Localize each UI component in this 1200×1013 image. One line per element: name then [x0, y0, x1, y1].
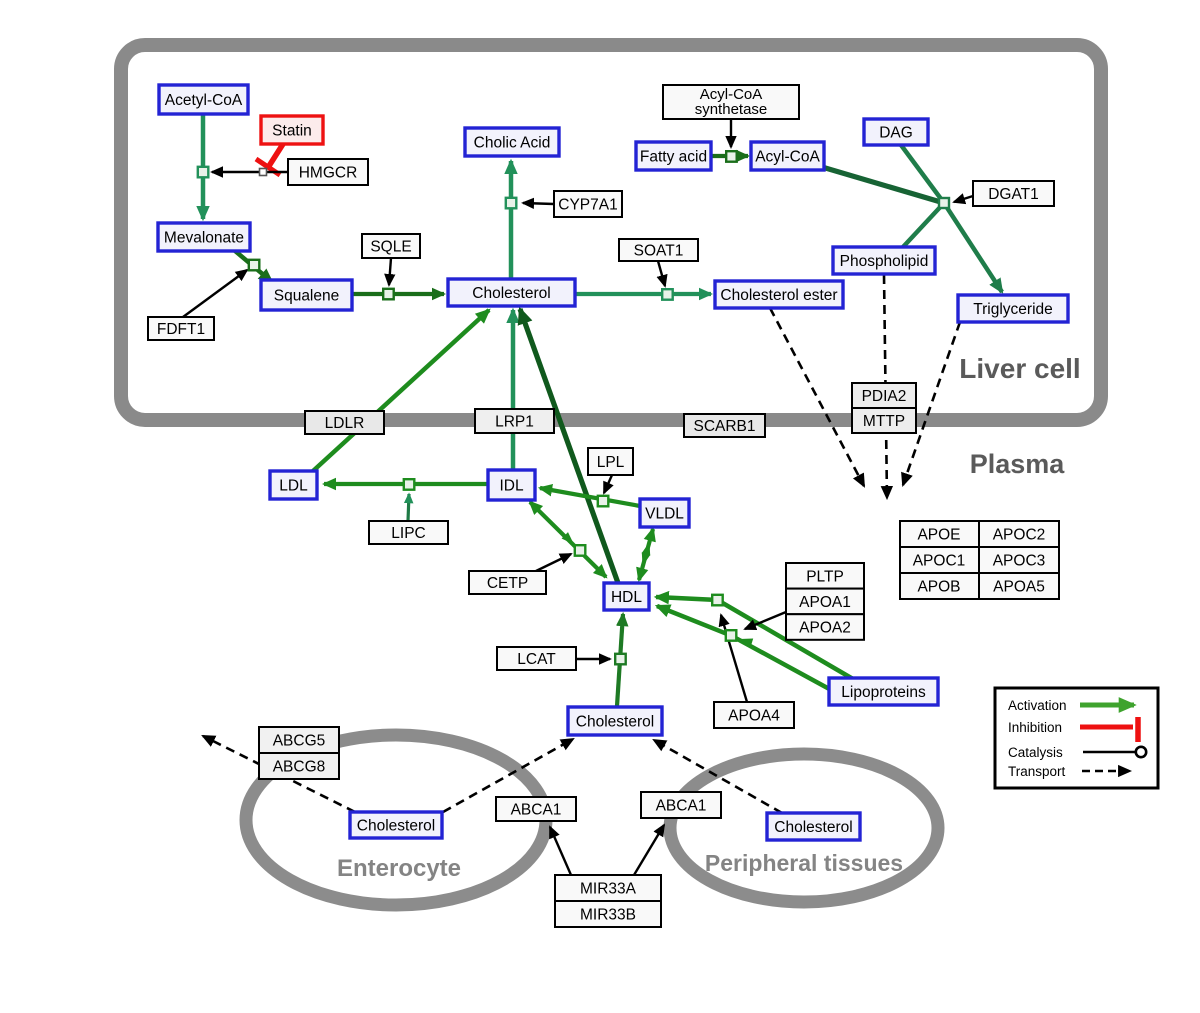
- svg-text:MIR33B: MIR33B: [580, 907, 636, 924]
- svg-text:Enterocyte: Enterocyte: [337, 855, 461, 882]
- svg-text:CYP7A1: CYP7A1: [558, 197, 617, 214]
- svg-text:Cholic Acid: Cholic Acid: [474, 135, 551, 152]
- svg-text:Phospholipid: Phospholipid: [840, 253, 929, 270]
- svg-text:LDLR: LDLR: [325, 415, 365, 432]
- svg-text:DAG: DAG: [879, 125, 913, 142]
- svg-text:LPL: LPL: [597, 454, 625, 471]
- svg-text:Squalene: Squalene: [274, 288, 340, 305]
- svg-text:Acyl-CoA: Acyl-CoA: [755, 149, 820, 166]
- svg-text:APOE: APOE: [917, 527, 960, 544]
- svg-text:synthetase: synthetase: [695, 101, 768, 118]
- svg-text:CETP: CETP: [487, 575, 528, 592]
- svg-text:Acyl-CoA: Acyl-CoA: [700, 86, 763, 103]
- svg-text:DGAT1: DGAT1: [988, 186, 1039, 203]
- svg-text:SOAT1: SOAT1: [634, 243, 684, 260]
- svg-text:ABCG5: ABCG5: [273, 733, 326, 750]
- svg-text:Cholesterol: Cholesterol: [774, 819, 852, 836]
- svg-text:PDIA2: PDIA2: [862, 388, 907, 405]
- svg-text:MTTP: MTTP: [863, 413, 905, 430]
- svg-text:IDL: IDL: [499, 478, 524, 495]
- svg-text:Cholesterol: Cholesterol: [472, 285, 550, 302]
- svg-text:Catalysis: Catalysis: [1008, 745, 1063, 760]
- svg-text:MIR33A: MIR33A: [580, 881, 637, 898]
- svg-text:LIPC: LIPC: [391, 525, 425, 542]
- svg-text:Peripheral tissues: Peripheral tissues: [705, 850, 903, 876]
- svg-text:PLTP: PLTP: [806, 568, 844, 585]
- svg-text:Cholesterol: Cholesterol: [576, 714, 654, 731]
- svg-text:APOC2: APOC2: [993, 527, 1046, 544]
- svg-text:SQLE: SQLE: [370, 239, 411, 256]
- svg-text:HDL: HDL: [611, 589, 642, 606]
- svg-text:SCARB1: SCARB1: [693, 418, 755, 435]
- svg-text:VLDL: VLDL: [645, 506, 684, 523]
- svg-text:Activation: Activation: [1008, 698, 1067, 713]
- svg-text:LRP1: LRP1: [495, 414, 534, 431]
- svg-text:Lipoproteins: Lipoproteins: [841, 684, 926, 701]
- svg-text:Triglyceride: Triglyceride: [973, 301, 1053, 318]
- svg-text:Fatty acid: Fatty acid: [640, 149, 707, 166]
- svg-text:HMGCR: HMGCR: [299, 165, 358, 182]
- svg-text:Plasma: Plasma: [970, 449, 1066, 479]
- svg-text:Transport: Transport: [1008, 764, 1066, 779]
- svg-text:Mevalonate: Mevalonate: [164, 230, 244, 247]
- svg-text:Cholesterol: Cholesterol: [357, 818, 435, 835]
- svg-text:Statin: Statin: [272, 123, 312, 140]
- svg-text:ABCA1: ABCA1: [656, 798, 707, 815]
- svg-text:APOC1: APOC1: [913, 553, 966, 570]
- svg-text:APOA1: APOA1: [799, 594, 851, 611]
- svg-text:APOA5: APOA5: [993, 579, 1045, 596]
- svg-text:LCAT: LCAT: [517, 651, 556, 668]
- svg-text:LDL: LDL: [279, 478, 308, 495]
- svg-text:Cholesterol ester: Cholesterol ester: [720, 287, 837, 304]
- svg-text:FDFT1: FDFT1: [157, 321, 205, 338]
- svg-text:APOB: APOB: [917, 579, 960, 596]
- svg-text:Acetyl-CoA: Acetyl-CoA: [165, 92, 243, 109]
- svg-text:ABCA1: ABCA1: [511, 802, 562, 819]
- svg-text:APOA4: APOA4: [728, 708, 780, 725]
- svg-text:Inhibition: Inhibition: [1008, 720, 1062, 735]
- svg-text:APOC3: APOC3: [993, 553, 1046, 570]
- svg-text:APOA2: APOA2: [799, 620, 851, 637]
- svg-text:ABCG8: ABCG8: [273, 759, 326, 776]
- svg-text:Liver cell: Liver cell: [959, 353, 1080, 384]
